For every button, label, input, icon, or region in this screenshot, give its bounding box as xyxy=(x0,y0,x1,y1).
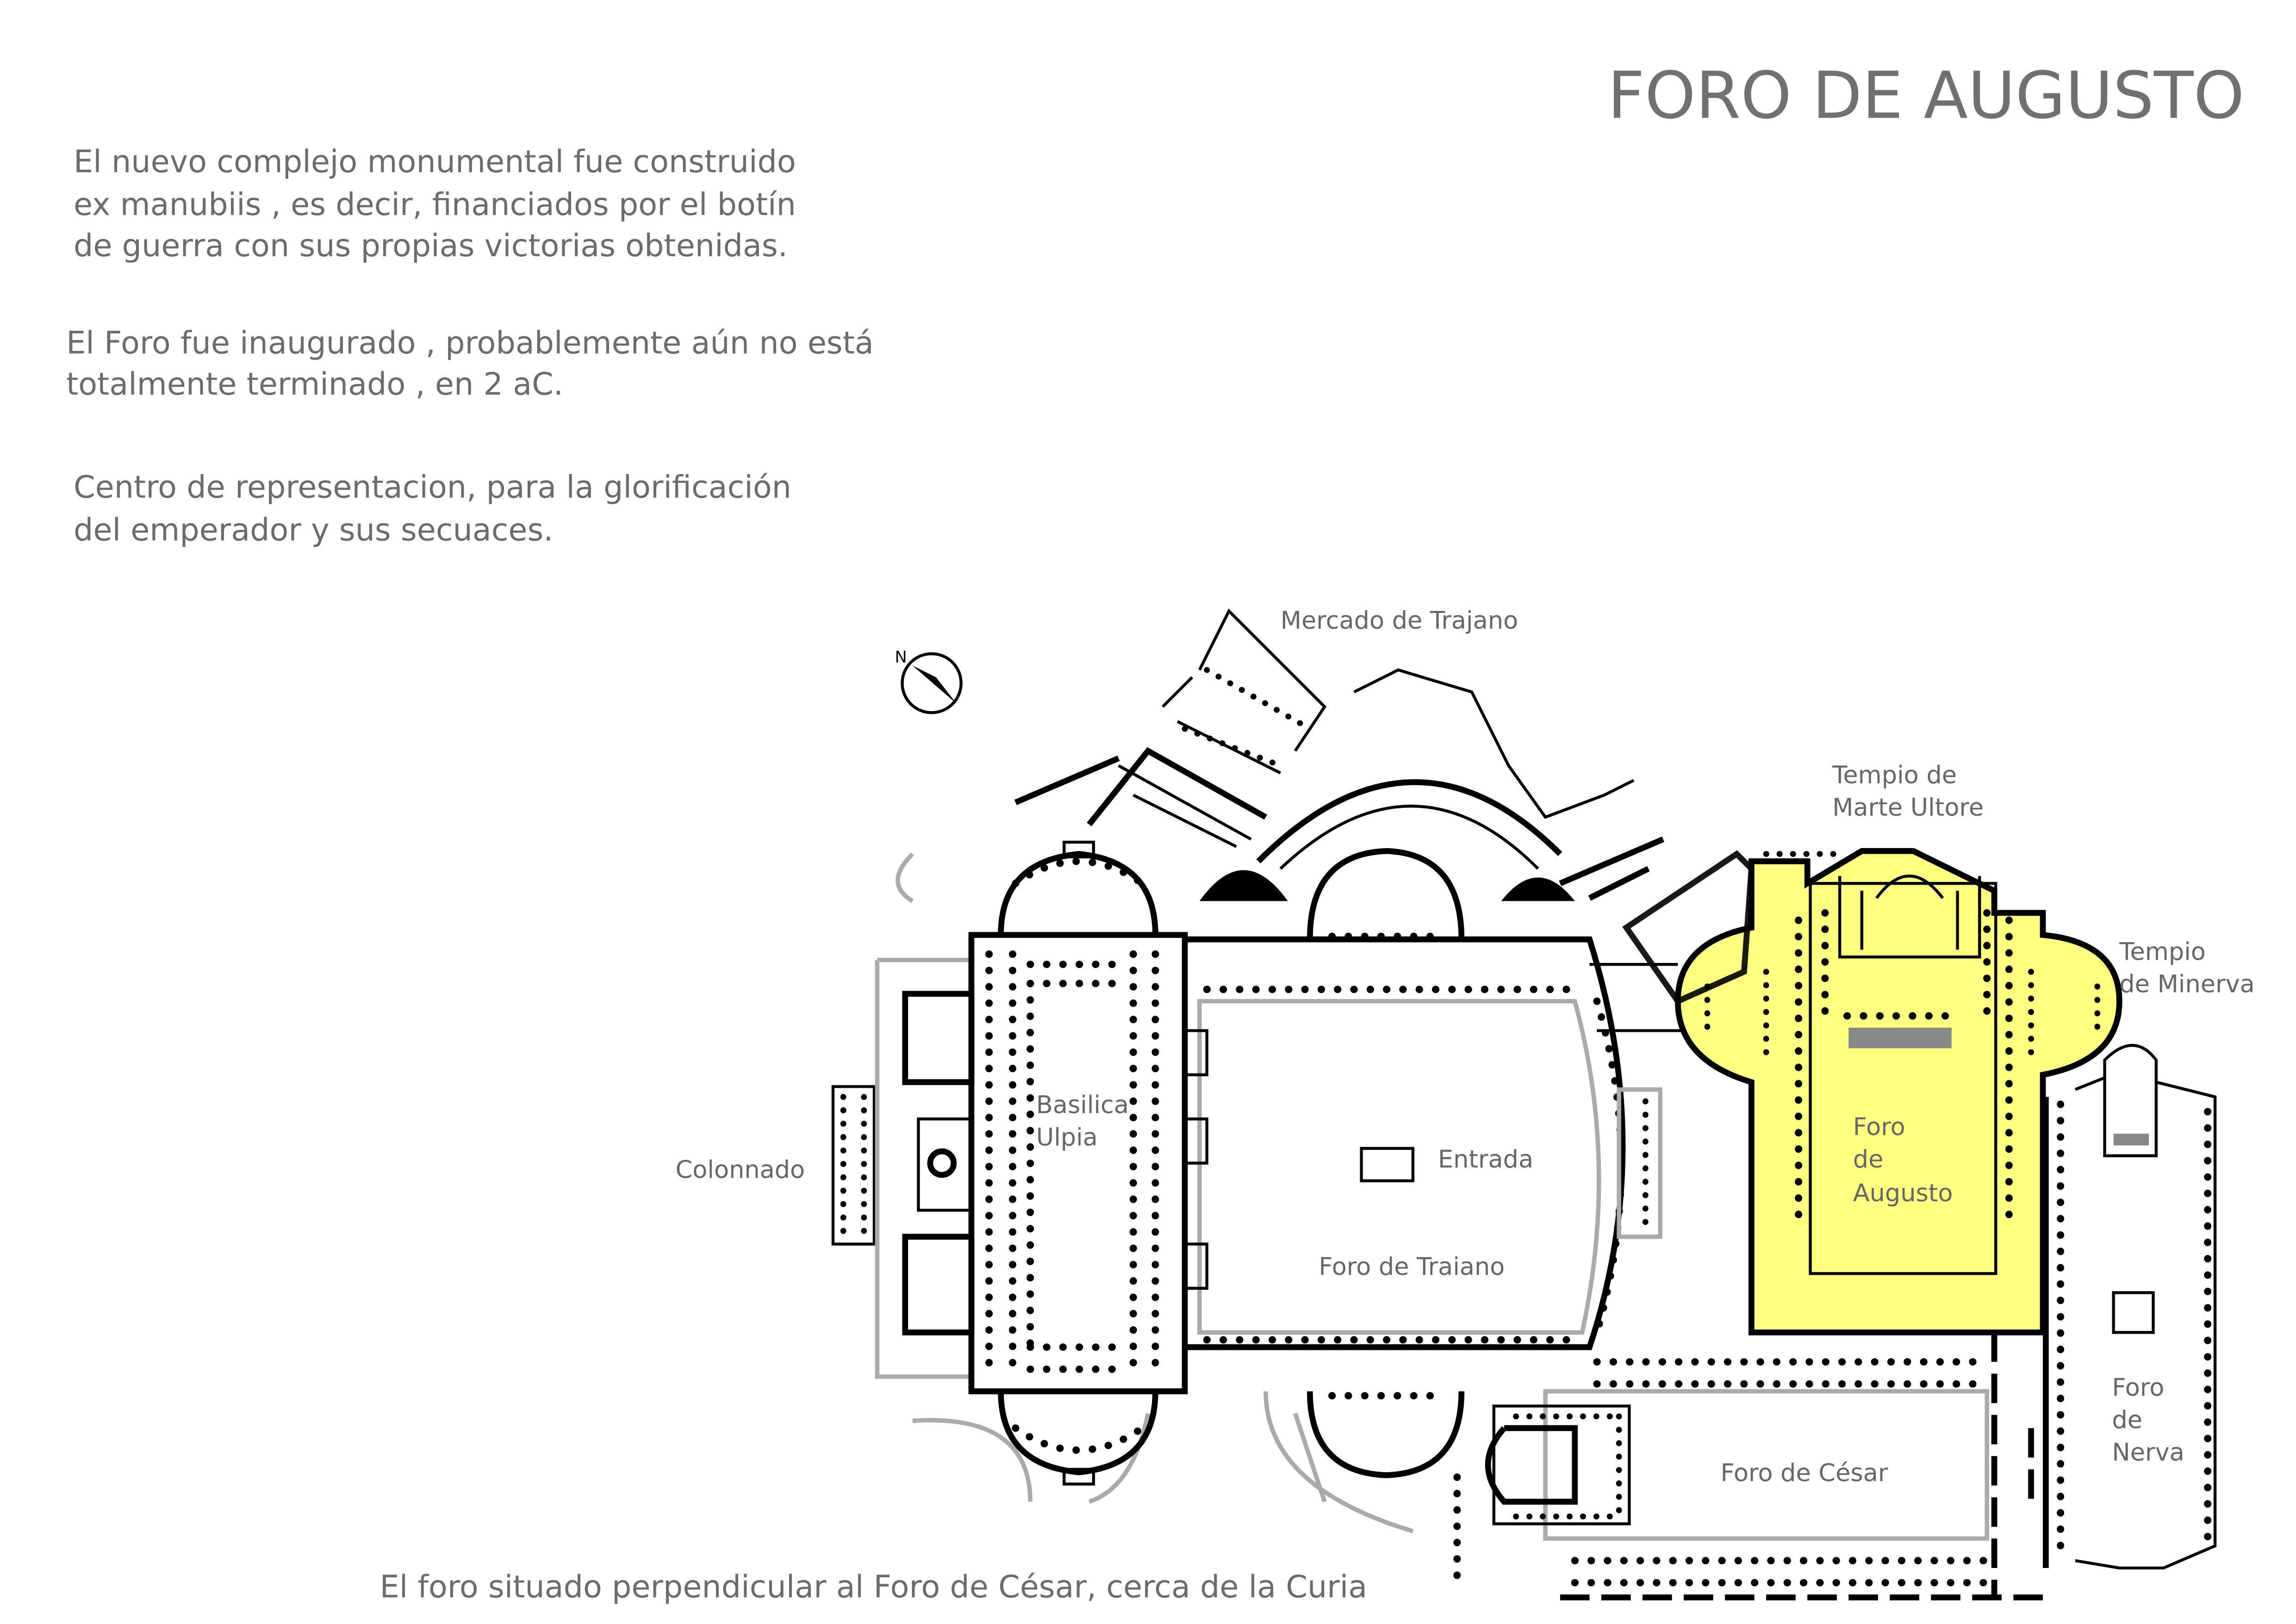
paragraph-line: del emperador y sus secuaces. xyxy=(74,512,554,548)
label-mercado: Mercado de Trajano xyxy=(1281,606,1518,635)
label-entrada: Entrada xyxy=(1438,1145,1533,1174)
label-nerva: Nerva xyxy=(2112,1438,2184,1467)
label-minerva: Tempio xyxy=(2119,938,2206,966)
paragraph-line: Centro de representacion, para la glorif… xyxy=(74,469,791,505)
entrada-marker xyxy=(1360,1147,1415,1182)
foro-de-nerva xyxy=(2043,1044,2217,1570)
label-nerva: de xyxy=(2112,1406,2142,1434)
foro-de-cesar xyxy=(1453,1332,2046,1600)
label-nerva: Foro xyxy=(2112,1374,2164,1402)
forum-plan: N xyxy=(831,608,2217,1600)
paragraph-2: El Foro fue inaugurado , probablemente a… xyxy=(66,325,874,402)
label-marte: Marte Ultore xyxy=(1832,793,1984,822)
label-augusto: Foro xyxy=(1853,1113,1905,1141)
label-traiano: Foro de Traiano xyxy=(1319,1253,1505,1281)
paragraph-line: El nuevo complejo monumental fue constru… xyxy=(74,144,796,180)
compass-icon: N xyxy=(895,648,963,714)
paragraph-line: de guerra con sus propias victorias obte… xyxy=(74,228,788,264)
label-minerva: de Minerva xyxy=(2119,970,2254,999)
paragraph-line: totalmente terminado , en 2 aC. xyxy=(66,366,563,402)
mercado-de-trajano xyxy=(1014,608,1665,901)
label-basilica: Basilica xyxy=(1036,1091,1129,1119)
label-cesar: Foro de César xyxy=(1721,1459,1888,1487)
caption: El foro situado perpendicular al Foro de… xyxy=(380,1569,1367,1605)
label-basilica: Ulpia xyxy=(1036,1123,1098,1151)
label-marte: Tempio de xyxy=(1832,761,1957,789)
page-title: FORO DE AUGUSTO xyxy=(1607,58,2244,133)
augusto-highlight-area xyxy=(1674,848,2122,1336)
svg-text:N: N xyxy=(895,648,907,667)
colonnado-structure xyxy=(831,852,1151,1504)
basilica-ulpia xyxy=(968,841,1188,1486)
paragraph-3: Centro de representacion, para la glorif… xyxy=(74,469,791,548)
map-labels: Mercado de Trajano Tempio de Marte Ultor… xyxy=(676,606,2255,1487)
paragraph-line: El Foro fue inaugurado , probablemente a… xyxy=(66,325,874,361)
label-augusto: de xyxy=(1853,1145,1884,1174)
foro-de-traiano xyxy=(1185,848,1686,1534)
label-augusto: Augusto xyxy=(1853,1179,1953,1207)
foro-de-augusto xyxy=(1622,848,2122,1336)
label-colonnado: Colonnado xyxy=(676,1156,805,1184)
paragraph-1: El nuevo complejo monumental fue constru… xyxy=(74,144,796,263)
paragraph-line: ex manubiis , es decir, financiados por … xyxy=(74,186,796,222)
